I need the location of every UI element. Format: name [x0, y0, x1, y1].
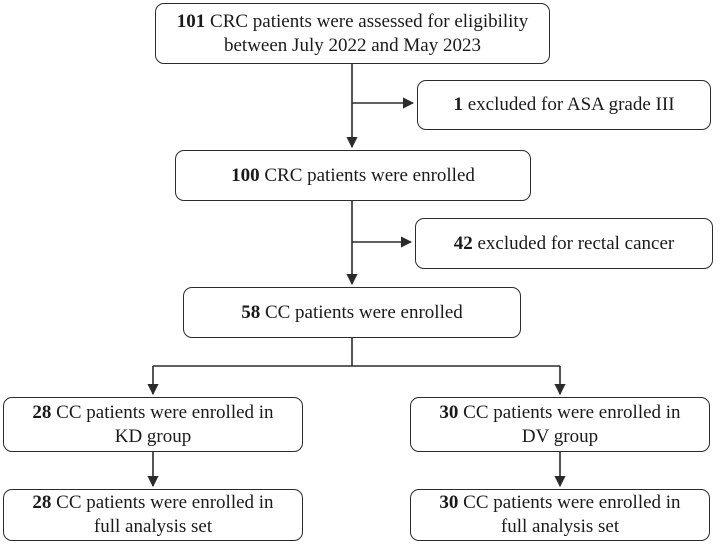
- excluded-rectal-line: 42 excluded for rectal cancer: [454, 232, 674, 256]
- dv-group-line-1: 30 CC patients were enrolled in: [439, 401, 680, 425]
- enrolled-cc-count: 58: [241, 301, 261, 323]
- box-excluded-rectal: 42 excluded for rectal cancer: [415, 218, 713, 269]
- kd-fas-count: 28: [32, 492, 52, 513]
- kd-fas-text-1: CC patients were enrolled in: [56, 492, 274, 513]
- kd-group-text-2: KD group: [114, 425, 192, 447]
- kd-fas-line-1: 28 CC patients were enrolled in: [32, 491, 273, 515]
- excluded-asa-count: 1: [453, 94, 463, 115]
- dv-fas-text-1: CC patients were enrolled in: [463, 492, 681, 513]
- kd-fas-text-2: full analysis set: [93, 516, 213, 537]
- dv-group-text-2: DV group: [521, 425, 599, 447]
- excluded-asa-text: excluded for ASA grade III: [467, 94, 675, 115]
- dv-group-count: 30: [439, 401, 459, 423]
- assessed-text-2: between July 2022 and May 2023: [224, 34, 481, 56]
- box-kd-full-analysis-set: 28 CC patients were enrolled in full ana…: [3, 489, 303, 541]
- excluded-rectal-count: 42: [453, 232, 473, 254]
- assessed-line-1: 101 CRC patients were assessed for eligi…: [177, 10, 528, 34]
- box-assessed-eligibility: 101 CRC patients were assessed for eligi…: [155, 3, 550, 64]
- enrolled-crc-line: 100 CRC patients were enrolled: [231, 164, 475, 188]
- enrolled-crc-text: CRC patients were enrolled: [264, 164, 475, 186]
- box-dv-full-analysis-set: 30 CC patients were enrolled in full ana…: [410, 489, 710, 541]
- kd-group-text-1: CC patients were enrolled in: [56, 401, 274, 423]
- box-enrolled-cc: 58 CC patients were enrolled: [183, 287, 521, 338]
- dv-fas-count: 30: [439, 492, 459, 513]
- enrolled-cc-line: 58 CC patients were enrolled: [241, 301, 463, 325]
- assessed-count: 101: [176, 10, 206, 32]
- dv-fas-text-2: full analysis set: [500, 516, 620, 537]
- dv-group-text-1: CC patients were enrolled in: [463, 401, 681, 423]
- dv-fas-line-1: 30 CC patients were enrolled in: [439, 491, 680, 515]
- enrolled-cc-text: CC patients were enrolled: [264, 301, 463, 323]
- excluded-rectal-text: excluded for rectal cancer: [477, 232, 675, 254]
- box-dv-group: 30 CC patients were enrolled in DV group: [410, 397, 710, 452]
- assessed-text-1: CRC patients were assessed for eligibili…: [210, 10, 529, 32]
- excluded-asa-line: 1 excluded for ASA grade III: [453, 93, 674, 117]
- kd-group-count: 28: [32, 401, 52, 423]
- box-excluded-asa: 1 excluded for ASA grade III: [417, 80, 711, 130]
- enrolled-crc-count: 100: [231, 164, 260, 186]
- box-enrolled-crc: 100 CRC patients were enrolled: [175, 150, 531, 201]
- box-kd-group: 28 CC patients were enrolled in KD group: [3, 397, 303, 452]
- kd-group-line-1: 28 CC patients were enrolled in: [32, 401, 273, 425]
